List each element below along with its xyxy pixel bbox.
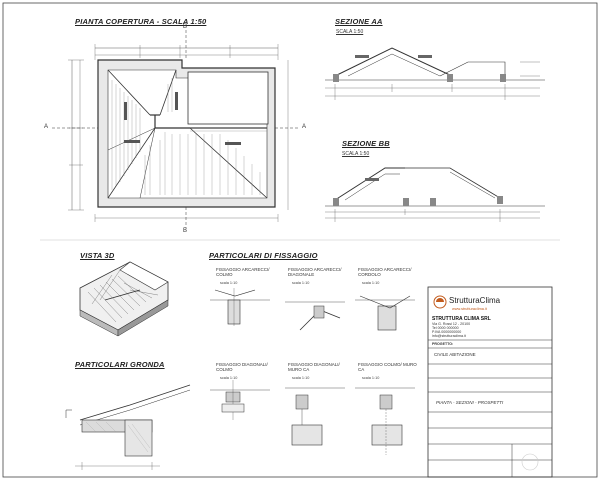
detail-4-title: FISSAGGIO DIAGONALI/ COLMO — [216, 362, 268, 372]
brand-name: StrutturaClima — [449, 296, 501, 305]
detail-5-title: FISSAGGIO DIAGONALI/ MURO CA — [288, 362, 340, 372]
plan-title: PIANTA COPERTURA - SCALA 1:50 — [75, 17, 207, 26]
fissaggio-title: PARTICOLARI DI FISSAGGIO — [209, 251, 318, 260]
company-address-1: Via G. Rossi 12 - 20100 — [432, 322, 471, 326]
view-3d-title: VISTA 3D — [80, 251, 115, 260]
section-marker-a-left: A — [44, 124, 49, 130]
detail-2-scale: scala 1:10 — [292, 281, 310, 285]
company-address-4: info@strutturaclima.it — [432, 334, 466, 338]
section-marker-b-bottom: B — [183, 228, 188, 234]
company-address-3: P.IVA 0000000000 — [432, 330, 462, 334]
company-address-2: Tel 0000 000000 — [432, 326, 459, 330]
section-aa-scale: SCALA 1:50 — [336, 29, 364, 35]
section-aa-drawing — [325, 47, 545, 100]
detail-3-title: FISSAGGIO ARCARECCI/ CORDOLO — [358, 267, 412, 277]
detail-1-title: FISSAGGIO ARCARECCI/ COLMO — [216, 267, 270, 277]
detail-6-scale: scala 1:10 — [362, 376, 380, 380]
detail-5-scale: scala 1:10 — [292, 376, 310, 380]
section-marker-a-right: A — [302, 124, 307, 130]
brand-tagline: www.strutturaclima.it — [452, 307, 487, 311]
brand-logo-mark — [433, 295, 447, 309]
project-value: CIVILE ABITAZIONE — [434, 352, 476, 357]
section-bb-title: SEZIONE BB — [342, 139, 390, 148]
gronda-drawing — [65, 384, 191, 470]
section-bb-drawing — [325, 167, 545, 222]
detail-2-title: FISSAGGIO ARCARECCI/ DIAGONALE — [288, 267, 342, 277]
roof-plan — [52, 30, 300, 228]
gronda-title: PARTICOLARI GRONDA — [75, 360, 165, 369]
title-block-watermark — [521, 453, 539, 471]
detail-1-scale: scala 1:10 — [220, 281, 238, 285]
drawing-label: PIANTA - SEZIONI - PROSPETTI — [436, 400, 504, 405]
detail-6-title: FISSAGGIO COLMO/ MURO CA — [358, 362, 417, 372]
title-block-frame — [427, 286, 553, 478]
section-marker-b-top: B — [183, 24, 188, 30]
section-bb-scale: SCALA 1:50 — [342, 151, 370, 157]
detail-3-scale: scala 1:10 — [362, 281, 380, 285]
project-label: PROGETTO: — [432, 342, 454, 346]
company-name: STRUTTURA CLIMA SRL — [432, 316, 491, 322]
section-aa-title: SEZIONE AA — [335, 17, 383, 26]
view-3d-drawing — [79, 261, 169, 337]
detail-4-scale: scala 1:10 — [220, 376, 238, 380]
fissaggio-drawings — [210, 288, 415, 455]
